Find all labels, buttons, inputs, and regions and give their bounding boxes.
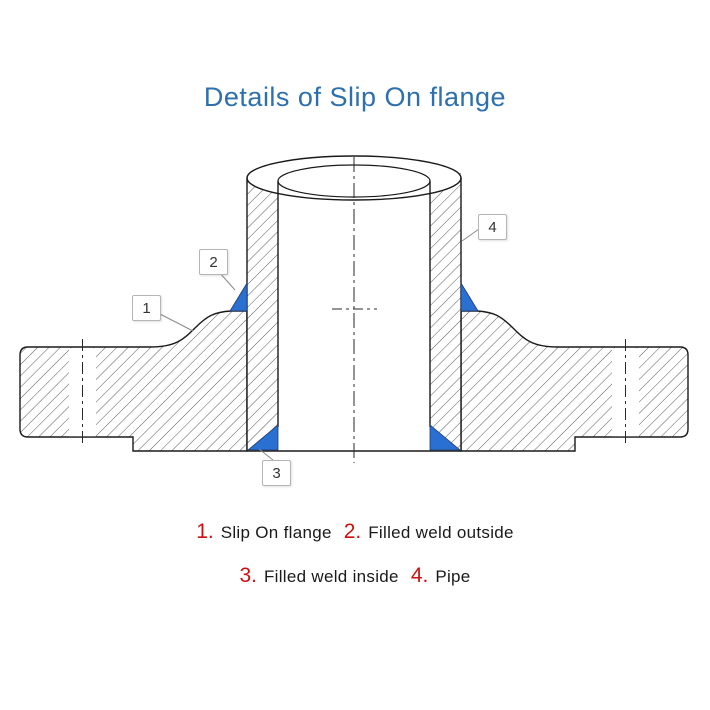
leader-line-1 — [159, 313, 194, 332]
weld-outside-left — [229, 281, 248, 312]
callout-3-label: 3 — [272, 464, 281, 482]
leader-line-2 — [218, 271, 236, 291]
legend-label-4: Pipe — [435, 567, 471, 586]
weld-outside-right — [460, 281, 479, 312]
weld-inside-left — [246, 424, 279, 451]
callout-1: 1 — [132, 295, 161, 321]
callout-4-label: 4 — [488, 218, 497, 236]
legend-item-filled-weld-inside: 3. Filled weld inside — [239, 564, 398, 588]
legend-num-4: 4. — [410, 564, 429, 587]
legend-row-1: 1. Slip On flange 2. Filled weld outside — [190, 520, 520, 558]
leader-line-4 — [461, 228, 480, 242]
weld-inside-right — [429, 424, 462, 451]
legend-item-pipe: 4. Pipe — [411, 564, 471, 588]
legend-label-1: Slip On flange — [220, 523, 332, 542]
callout-2: 2 — [199, 249, 228, 275]
legend-label-2: Filled weld outside — [368, 523, 514, 542]
callout-1-label: 1 — [142, 299, 151, 317]
legend-num-3: 3. — [239, 564, 257, 587]
pipe-wall-right — [430, 172, 461, 450]
callout-2-label: 2 — [209, 253, 218, 271]
legend-item-slip-on-flange: 1. Slip On flange — [196, 520, 332, 544]
legend-num-2: 2. — [343, 520, 362, 543]
callout-4: 4 — [478, 214, 507, 240]
legend: 1. Slip On flange 2. Filled weld outside… — [0, 520, 710, 602]
legend-item-filled-weld-outside: 2. Filled weld outside — [344, 520, 514, 544]
pipe-wall-left — [247, 172, 278, 450]
legend-num-1: 1. — [196, 520, 214, 543]
flange-left-section — [19, 310, 248, 452]
legend-row-2: 3. Filled weld inside 4. Pipe — [233, 564, 476, 602]
page-title: Details of Slip On flange — [203, 82, 507, 112]
callout-3: 3 — [262, 460, 291, 486]
flange-right-section — [460, 310, 689, 452]
leader-line-3 — [258, 448, 274, 461]
legend-label-3: Filled weld inside — [263, 567, 399, 586]
